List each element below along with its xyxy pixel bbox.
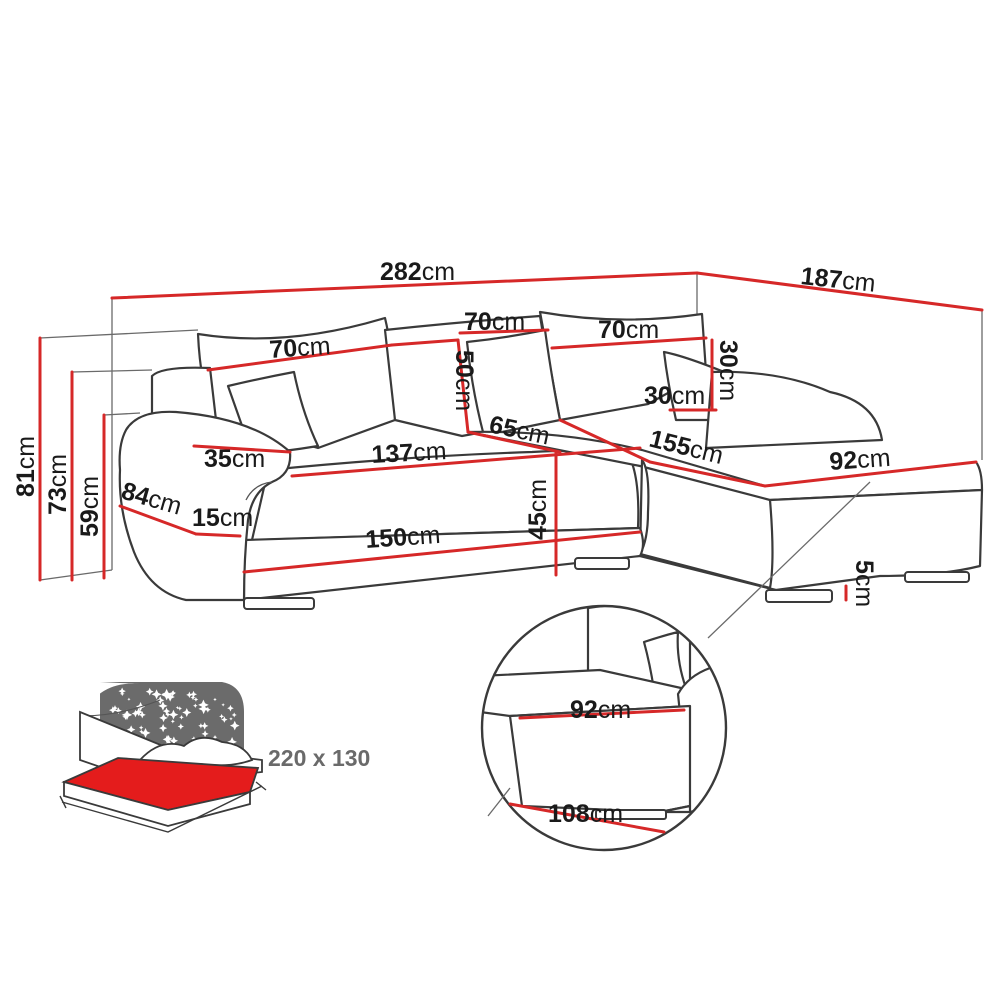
- star-icon: [159, 724, 168, 733]
- star-icon: [213, 697, 217, 702]
- star-icon: [162, 707, 171, 715]
- star-icon: [198, 723, 204, 729]
- label-total-depth: 187cm: [799, 262, 877, 298]
- label-cushion-height: 50cm: [450, 350, 478, 411]
- star-icon: [169, 736, 179, 745]
- chaise-detail-inset: 92cm 108cm: [480, 604, 728, 852]
- star-icon: [169, 690, 176, 697]
- dimension-labels: 282cm 187cm 70cm 70cm 70cm 50cm 30cm 30c…: [12, 258, 891, 607]
- star-icon: [229, 717, 233, 721]
- star-icon: [198, 703, 209, 715]
- star-icon: [138, 711, 146, 719]
- star-icon: [156, 696, 165, 705]
- sofa-drawing: [118, 310, 984, 610]
- label-back-cushion-right: 70cm: [598, 316, 659, 344]
- label-leg-height: 5cm: [850, 560, 878, 607]
- inset-callout-line: [707, 481, 871, 639]
- star-icon: [191, 736, 197, 742]
- star-icon: [151, 689, 162, 700]
- star-icon: [165, 692, 175, 702]
- label-height-mid: 73cm: [44, 454, 72, 515]
- leg-right: [904, 571, 970, 583]
- label-small-pillow-w: 30cm: [644, 382, 705, 410]
- star-icon: [175, 705, 180, 710]
- star-icon: [182, 707, 192, 718]
- chaise-top: [466, 430, 984, 502]
- chaise-back-block: [704, 370, 884, 450]
- star-icon: [122, 713, 129, 720]
- star-icon: [231, 712, 237, 718]
- bed-size-label: 220 x 130: [268, 745, 370, 771]
- star-icon: [170, 719, 175, 724]
- star-icon: [227, 704, 234, 712]
- star-icon: [212, 735, 218, 740]
- star-icon: [159, 713, 168, 723]
- star-icon: [201, 730, 209, 738]
- star-icon: [158, 701, 168, 711]
- star-icon: [118, 687, 126, 695]
- leg-chaise: [765, 589, 833, 603]
- star-icon: [121, 709, 133, 721]
- star-icon: [190, 690, 198, 698]
- label-back-cushion-mid: 70cm: [464, 308, 525, 336]
- star-icon: [140, 728, 151, 738]
- star-icon: [131, 709, 140, 718]
- star-icon: [165, 711, 171, 718]
- leg-mid: [574, 557, 630, 570]
- star-icon: [112, 705, 118, 712]
- leg-left: [243, 597, 315, 610]
- label-chaise-width: 92cm: [828, 444, 891, 476]
- star-icon: [221, 703, 225, 707]
- left-armrest: [118, 410, 292, 602]
- star-icon: [177, 706, 183, 711]
- star-icon: [138, 725, 144, 730]
- star-icon: [134, 707, 143, 717]
- star-icon: [162, 735, 172, 744]
- star-icon: [227, 736, 237, 747]
- star-icon: [115, 707, 122, 715]
- star-icon: [161, 688, 172, 700]
- label-arm-top: 15cm: [192, 504, 253, 532]
- label-back-cushion-left: 70cm: [268, 332, 331, 364]
- label-total-width: 282cm: [380, 258, 455, 286]
- label-armrest-width: 35cm: [204, 445, 265, 473]
- label-small-pillow-h: 30cm: [714, 340, 742, 401]
- star-icon: [193, 703, 198, 708]
- star-icon: [232, 724, 238, 730]
- star-icon: [145, 687, 154, 696]
- label-seat-depth: 65cm: [487, 410, 553, 450]
- label-seat-height: 45cm: [524, 479, 552, 540]
- star-icon: [126, 725, 136, 734]
- star-icon: [168, 709, 179, 720]
- inset-label-bottom: 108cm: [548, 800, 623, 828]
- inset-label-top: 92cm: [570, 696, 631, 724]
- bed-function-icon: 220 x 130: [59, 682, 370, 833]
- star-icon: [109, 706, 117, 714]
- star-icon: [186, 691, 193, 698]
- star-icon: [219, 713, 225, 719]
- star-icon: [190, 695, 196, 701]
- star-icon: [204, 706, 211, 713]
- star-icon: [139, 729, 144, 734]
- back-left-block: [150, 366, 218, 422]
- back-cushion-right: [538, 310, 708, 422]
- front-panel: [242, 526, 645, 602]
- label-height-arm: 59cm: [76, 476, 104, 537]
- label-height-back: 81cm: [12, 436, 40, 497]
- star-icon: [193, 697, 199, 702]
- star-icon: [127, 697, 131, 701]
- star-icon: [179, 715, 184, 720]
- star-icon: [119, 691, 125, 697]
- dimension-lines: [38, 271, 984, 602]
- label-front-width: 150cm: [364, 521, 441, 554]
- star-icon: [177, 723, 184, 730]
- label-seat-width: 137cm: [371, 437, 447, 469]
- star-icon: [221, 716, 228, 723]
- star-icon: [200, 722, 209, 730]
